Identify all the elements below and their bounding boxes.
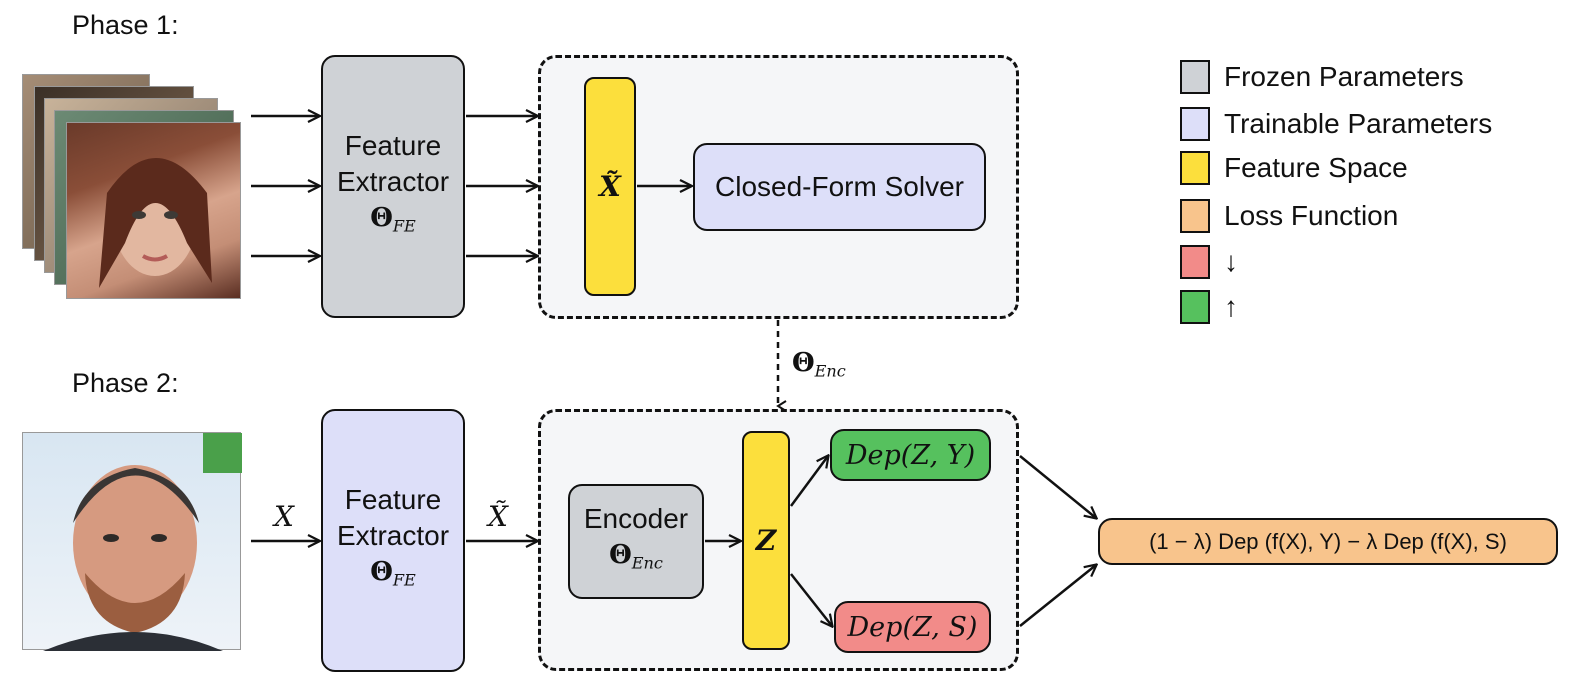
legend-swatch (1180, 151, 1210, 185)
theta-symbol: Θ (609, 540, 632, 571)
up-arrow-icon: ↑ (1224, 291, 1238, 322)
face-photo-man-drawing (43, 433, 242, 651)
theta-subscript: Enc (631, 553, 663, 573)
face-photo-woman (66, 122, 241, 299)
legend-label: Feature Space (1224, 152, 1408, 183)
legend-trainable: Trainable Parameters (1180, 107, 1492, 141)
theta-symbol: Θ (370, 557, 393, 588)
legend-swatch (1180, 107, 1210, 141)
encoder-label: Encoder (583, 503, 689, 535)
closed-form-solver: Closed-Form Solver (693, 143, 986, 231)
legend-down: ↓ (1180, 245, 1238, 279)
theta-subscript: FE (392, 216, 416, 236)
down-arrow-icon: ↓ (1224, 246, 1238, 277)
dep-zs-label: Dep(Z, S) (847, 611, 978, 643)
closed-form-label: Closed-Form Solver (715, 171, 964, 202)
legend-label: Frozen Parameters (1224, 61, 1464, 92)
theta-subscript: Enc (814, 361, 846, 381)
theta-subscript: FE (392, 570, 416, 590)
arrow-dep-zy-to-loss (1019, 455, 1096, 518)
legend-loss: Loss Function (1180, 199, 1398, 233)
encoder: Encoder ΘEnc (568, 484, 704, 599)
phase-2-label: Phase 2: (72, 368, 179, 398)
dep-zy-box: Dep(Z, Y) (830, 429, 991, 481)
phase1-feature-space: X̃ (584, 77, 636, 296)
legend-swatch (1180, 199, 1210, 233)
phase2-feature-extractor: Feature Extractor ΘFE (321, 409, 465, 672)
legend-swatch (1180, 290, 1210, 324)
encoder-param: ΘEnc (609, 537, 663, 582)
legend-feature-space: Feature Space (1180, 151, 1408, 185)
x-input-label: X (274, 500, 294, 533)
fe-label-line2: Extractor (336, 520, 450, 552)
loss-formula: (1 − λ) Dep (f(X), Y) − λ Dep (f(X), S) (1149, 528, 1507, 554)
phase-1-label: Phase 1: (72, 10, 179, 40)
fe-param: ΘFE (370, 554, 416, 599)
legend-label: Trainable Parameters (1224, 108, 1493, 139)
legend-swatch (1180, 245, 1210, 279)
fe-label-line2: Extractor (336, 166, 450, 198)
legend-label: Loss Function (1224, 200, 1399, 231)
fe-param: ΘFE (370, 200, 416, 245)
x-tilde-label: X̃ (599, 170, 621, 203)
fe-label-line1: Feature (344, 484, 442, 516)
phase1-feature-extractor: Feature Extractor ΘFE (321, 55, 465, 318)
arrow-dep-zs-to-loss (1019, 565, 1096, 627)
face-photo-woman-drawing (99, 158, 212, 288)
legend-frozen: Frozen Parameters (1180, 60, 1464, 94)
x-tilde-arrow-label: X̃ (488, 500, 508, 533)
arrow-z-to-dep-zs (790, 573, 832, 626)
theta-enc-label: ΘEnc (792, 348, 846, 381)
face-photo-man (22, 432, 242, 651)
legend-swatch (1180, 60, 1210, 94)
loss-function-box: (1 − λ) Dep (f(X), Y) − λ Dep (f(X), S) (1098, 518, 1558, 565)
theta-symbol: Θ (370, 203, 393, 234)
arrow-z-to-dep-zy (789, 456, 828, 507)
dep-zy-label: Dep(Z, Y) (845, 439, 976, 471)
phase2-feature-space: Z (742, 431, 790, 650)
fe-label-line1: Feature (344, 130, 442, 162)
theta-symbol: Θ (792, 348, 815, 378)
z-label: Z (755, 524, 777, 557)
dep-zs-box: Dep(Z, S) (834, 601, 991, 653)
legend-up: ↑ (1180, 290, 1238, 324)
